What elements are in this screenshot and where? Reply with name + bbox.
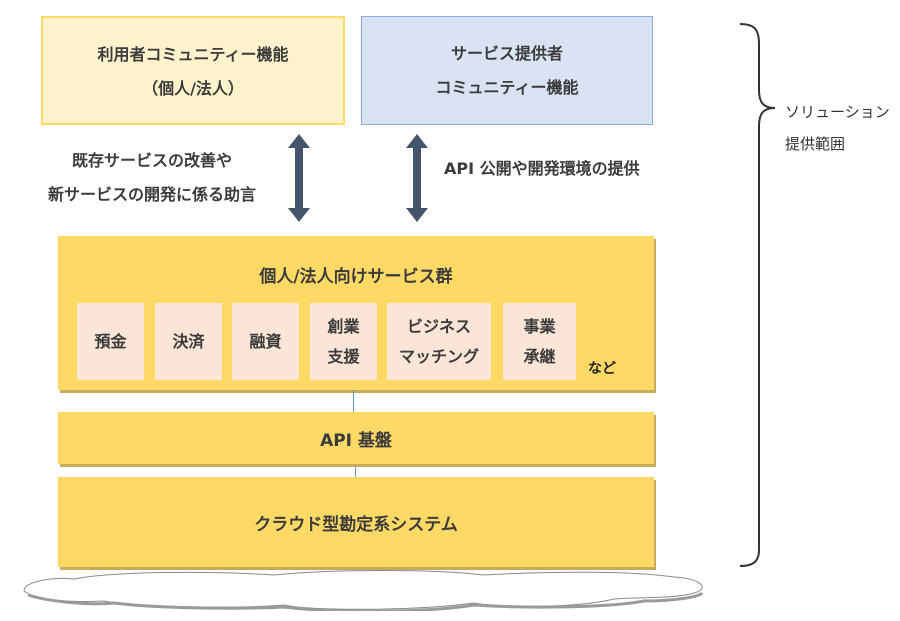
double-arrow-right-icon	[406, 134, 428, 222]
service-item-startup-support: 創業 支援	[310, 303, 377, 380]
solution-scope-line2: 提供範囲	[785, 135, 846, 153]
service-item-label: 決済	[172, 331, 205, 351]
service-item-label: ビジネス	[406, 316, 471, 336]
cloud-icon	[23, 570, 704, 611]
connector-line	[355, 464, 356, 477]
service-item-label: 支援	[327, 346, 360, 366]
service-item-label: 事業	[523, 316, 556, 336]
services-layer-title: 個人/法人向けサービス群	[259, 267, 453, 287]
scope-brace-icon	[739, 23, 775, 567]
provider-community-subtitle: コミュニティー機能	[435, 78, 579, 97]
core-banking-label: クラウド型勘定系システム	[254, 514, 458, 535]
user-community-title: 利用者コミュニティー機能	[97, 45, 289, 64]
service-item-label: 預金	[94, 331, 127, 351]
service-item-settlement: 決済	[155, 303, 222, 380]
service-item-label: マッチング	[398, 346, 479, 366]
advice-label-line2: 新サービスの開発に係る助言	[47, 185, 256, 204]
advice-label-line1: 既存サービスの改善や	[71, 151, 232, 170]
user-community-box: 利用者コミュニティー機能 （個人/法人）	[41, 16, 345, 125]
core-banking-layer: クラウド型勘定系システム	[58, 477, 654, 567]
advice-label: 既存サービスの改善や 新サービスの開発に係る助言	[28, 144, 276, 212]
double-arrow-left-icon	[288, 134, 310, 222]
solution-scope-line1: ソリューション	[785, 103, 890, 121]
provider-community-box: サービス提供者 コミュニティー機能	[361, 16, 653, 125]
api-platform-layer: API 基盤	[58, 412, 654, 464]
api-provision-label: API 公開や開発環境の提供	[444, 159, 640, 178]
service-item-deposit: 預金	[77, 303, 144, 380]
service-item-label: 承継	[523, 346, 556, 366]
service-item-loan: 融資	[232, 303, 299, 380]
solution-scope-label: ソリューション 提供範囲	[785, 96, 890, 160]
service-item-label: 創業	[327, 316, 360, 336]
service-item-business-succession: 事業 承継	[503, 303, 576, 380]
provider-community-title: サービス提供者	[450, 44, 563, 63]
etc-label: など	[588, 361, 616, 377]
service-item-label: 融資	[249, 331, 282, 351]
connector-line	[353, 390, 354, 412]
service-item-business-matching: ビジネス マッチング	[387, 303, 491, 380]
user-community-subtitle: （個人/法人）	[142, 79, 244, 98]
api-platform-label: API 基盤	[320, 430, 392, 451]
